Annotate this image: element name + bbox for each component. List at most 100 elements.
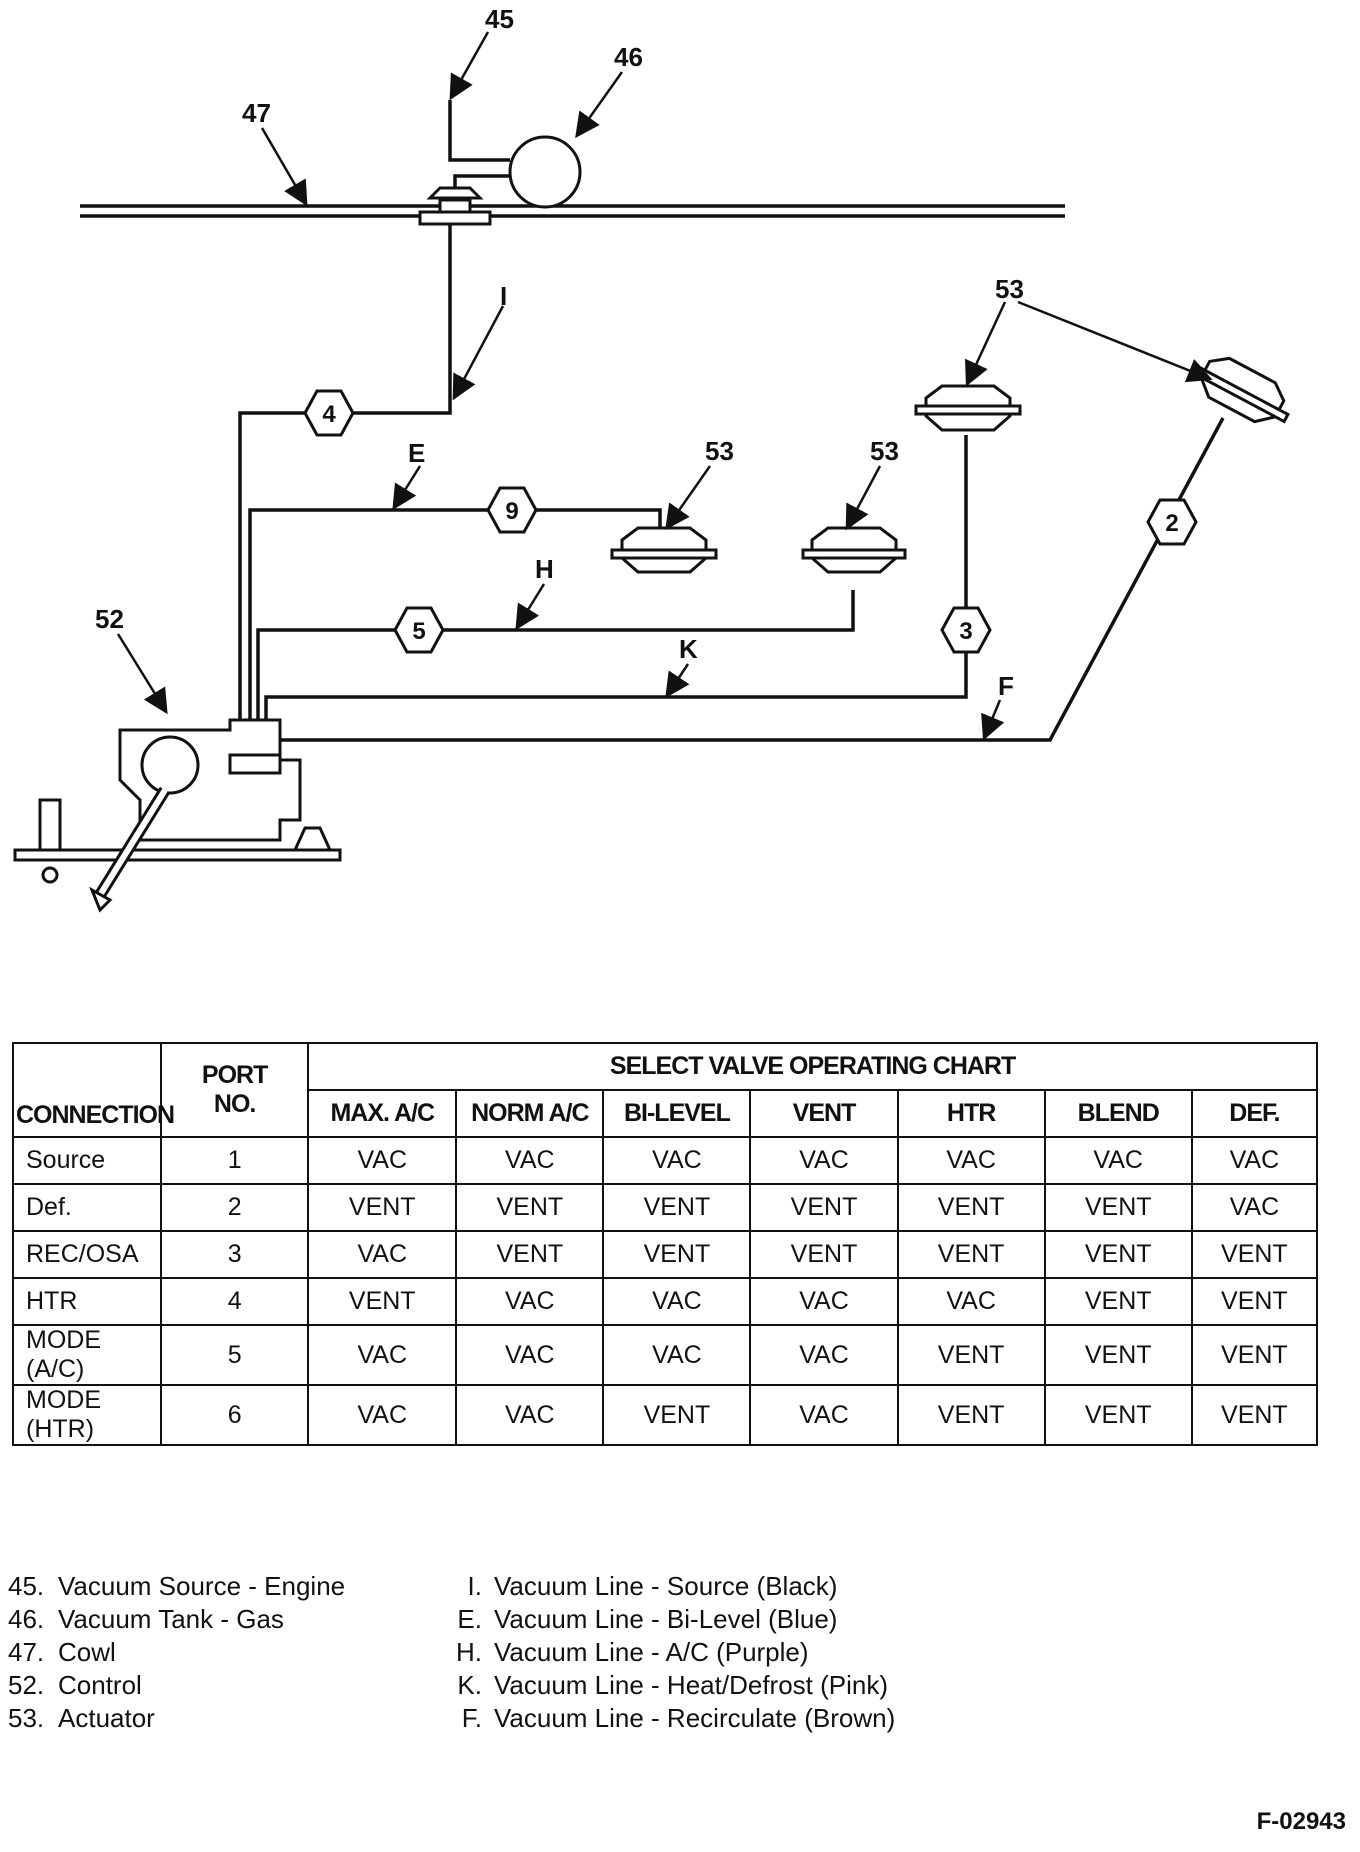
callout-53-left: 53 <box>705 436 734 466</box>
legend-key: E. <box>457 1604 482 1634</box>
svg-text:3: 3 <box>959 618 972 645</box>
state-cell: VENT <box>602 1384 752 1446</box>
svg-text:4: 4 <box>322 401 336 428</box>
legend-item: 46.Vacuum Tank - Gas <box>8 1603 345 1636</box>
column-header: DEF. <box>1190 1089 1319 1138</box>
column-header: BLEND <box>1043 1089 1193 1138</box>
callout-53-mid: 53 <box>870 436 899 466</box>
legend-text: Actuator <box>58 1703 155 1733</box>
state-cell: VAC <box>749 1324 899 1386</box>
column-header: VENT <box>749 1089 899 1138</box>
connection-cell: Def. <box>11 1183 163 1232</box>
state-cell: VAC <box>602 1277 752 1326</box>
connection-cell: HTR <box>11 1277 163 1326</box>
state-cell: VENT <box>455 1183 605 1232</box>
callout-46: 46 <box>614 42 643 72</box>
port-cell: 1 <box>160 1136 310 1185</box>
legend-key: 52. <box>8 1670 45 1700</box>
line-H <box>256 590 855 755</box>
legend-key: K. <box>457 1670 482 1700</box>
svg-text:5: 5 <box>412 618 425 645</box>
column-header: NORM A/C <box>455 1089 605 1138</box>
legend-key: F. <box>461 1703 482 1733</box>
port-5: 5 <box>393 606 445 654</box>
state-cell: VENT <box>1190 1324 1319 1386</box>
legend-text: Control <box>58 1670 142 1700</box>
callout-47: 47 <box>242 98 271 128</box>
port-cell: 2 <box>160 1183 310 1232</box>
callout-45: 45 <box>485 4 514 34</box>
line-letter-I: I <box>500 281 507 311</box>
port-2: 2 <box>1146 498 1198 546</box>
figure-id: F-02943 <box>1256 1808 1346 1835</box>
control-unit <box>13 718 342 913</box>
connection-cell: Source <box>11 1136 163 1185</box>
port-header: PORT NO. <box>160 1042 310 1138</box>
vacuum-tank <box>448 100 582 209</box>
port-3: 3 <box>940 606 992 654</box>
column-header: HTR <box>896 1089 1046 1138</box>
state-cell: VENT <box>749 1183 899 1232</box>
cowl <box>80 204 1065 218</box>
state-cell: VENT <box>1190 1230 1319 1279</box>
legend-item: 53. Actuator <box>8 1702 345 1735</box>
legend-key: I. <box>467 1571 482 1601</box>
legend-item: K.Vacuum Line - Heat/Defrost (Pink) <box>438 1669 895 1702</box>
state-cell: VAC <box>307 1230 458 1279</box>
legend-item: I. Vacuum Line - Source (Black) <box>438 1570 895 1603</box>
state-cell: VENT <box>896 1384 1046 1446</box>
state-cell: VAC <box>1043 1136 1193 1185</box>
line-K <box>264 435 968 755</box>
state-cell: VENT <box>1190 1384 1319 1446</box>
state-cell: VENT <box>1043 1183 1193 1232</box>
legend-key: H. <box>456 1637 482 1667</box>
actuator-4 <box>1190 356 1290 424</box>
state-cell: VAC <box>455 1384 605 1446</box>
legend-key: 53. <box>8 1703 45 1733</box>
legend-text: Vacuum Line - Bi-Level (Blue) <box>494 1604 838 1634</box>
actuator-1 <box>610 526 718 574</box>
port-header-line1: PORT <box>201 1061 268 1089</box>
legend-text: Vacuum Line - A/C (Purple) <box>494 1637 809 1667</box>
state-cell: VAC <box>307 1384 458 1446</box>
port-9: 9 <box>486 486 538 534</box>
callout-53-top: 53 <box>995 274 1024 304</box>
state-cell: VAC <box>749 1384 899 1446</box>
line-E <box>248 508 662 755</box>
legend-key: 47. <box>8 1637 45 1667</box>
connection-cell: REC/OSA <box>11 1230 163 1279</box>
legend-text: Vacuum Tank - Gas <box>58 1604 284 1634</box>
state-cell: VAC <box>1190 1136 1319 1185</box>
state-cell: VENT <box>1043 1324 1193 1386</box>
state-cell: VAC <box>602 1324 752 1386</box>
line-F <box>272 417 1225 755</box>
legend-item: 52. Control <box>8 1669 345 1702</box>
port-header-line2: NO. <box>213 1090 256 1118</box>
state-cell: VAC <box>896 1136 1046 1185</box>
connection-cell: MODE (HTR) <box>11 1384 163 1446</box>
vacuum-diagram: 4 9 5 3 2 45 46 47 52 53 53 53 I E H K F <box>13 4 1290 913</box>
svg-text:2: 2 <box>1165 510 1178 537</box>
state-cell: VENT <box>896 1324 1046 1386</box>
state-cell: VAC <box>307 1136 458 1185</box>
state-cell: VENT <box>455 1230 605 1279</box>
legend-text: Vacuum Line - Source (Black) <box>494 1571 838 1601</box>
state-cell: VENT <box>1043 1384 1193 1446</box>
state-cell: VENT <box>1043 1230 1193 1279</box>
state-cell: VAC <box>455 1136 605 1185</box>
actuator-3 <box>914 384 1022 432</box>
connection-cell: MODE (A/C) <box>11 1324 163 1386</box>
select-valve-operating-chart: CONNECTION PORT NO. SELECT VALVE OPERATI… <box>11 1042 1319 1446</box>
legend-text: Vacuum Line - Recirculate (Brown) <box>494 1703 896 1733</box>
legend-item: H. Vacuum Line - A/C (Purple) <box>438 1636 895 1669</box>
state-cell: VAC <box>455 1324 605 1386</box>
column-header: BI-LEVEL <box>602 1089 752 1138</box>
state-cell: VENT <box>1043 1277 1193 1326</box>
actuator-2 <box>801 526 907 574</box>
legend-item: F. Vacuum Line - Recirculate (Brown) <box>438 1702 895 1735</box>
